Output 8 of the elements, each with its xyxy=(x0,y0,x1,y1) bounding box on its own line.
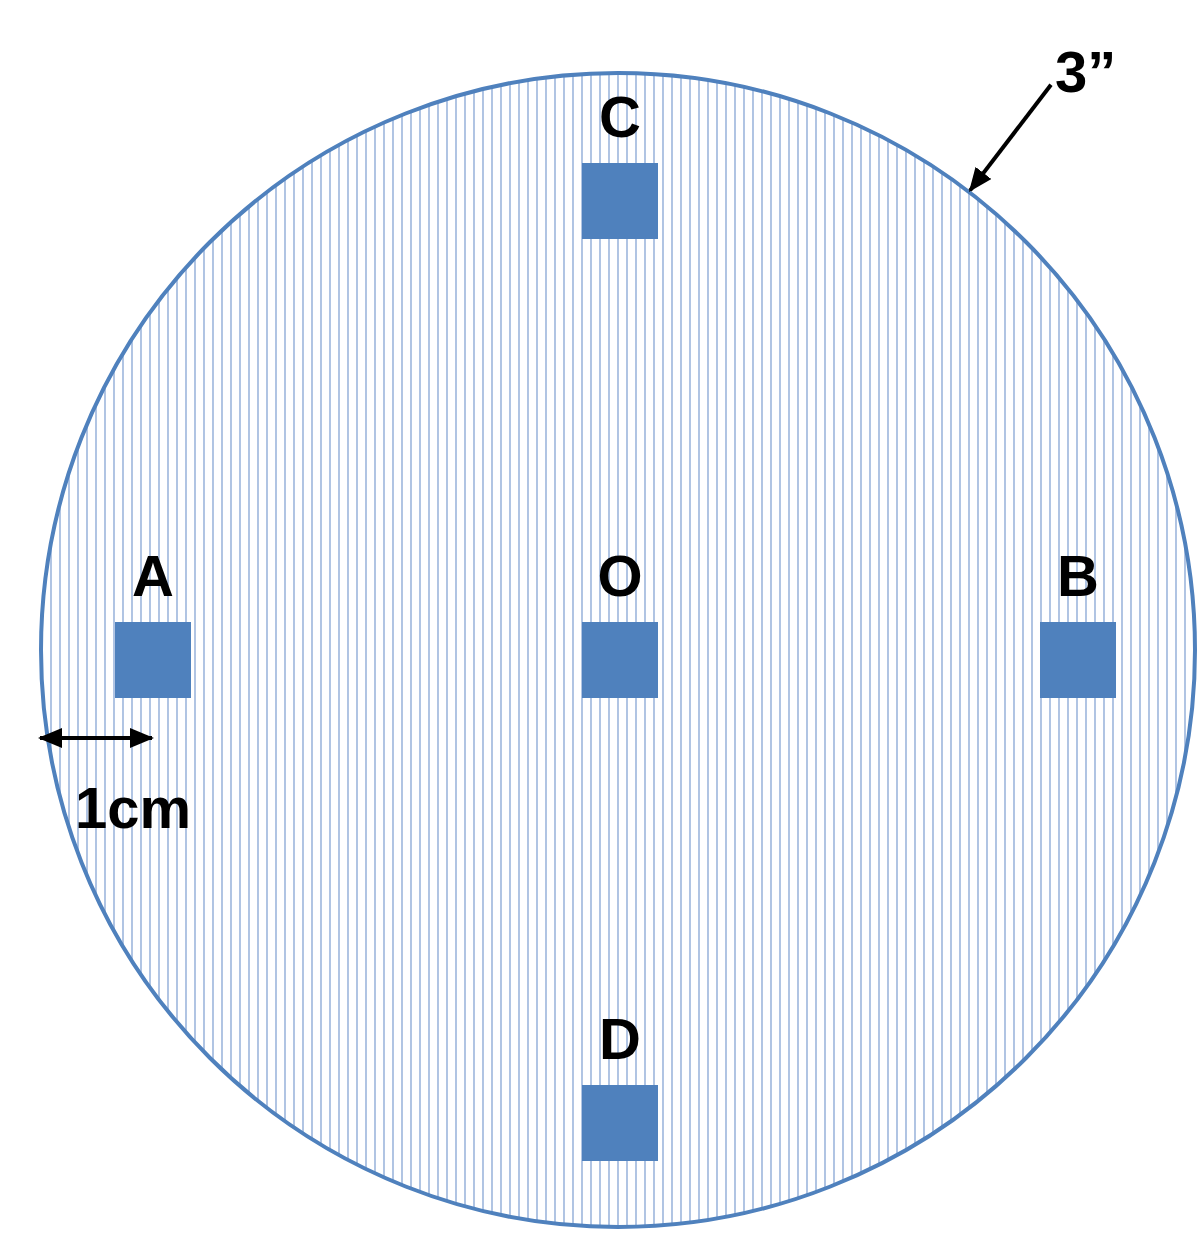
size-label: 3” xyxy=(1055,42,1117,102)
point-label: B xyxy=(1056,546,1100,606)
point-label: D xyxy=(598,1009,642,1069)
point-label: O xyxy=(596,546,644,606)
point-label: A xyxy=(131,546,175,606)
point-label: C xyxy=(598,87,642,147)
leader-arrow xyxy=(968,83,1053,192)
dimension-label: 1cm xyxy=(75,778,192,838)
